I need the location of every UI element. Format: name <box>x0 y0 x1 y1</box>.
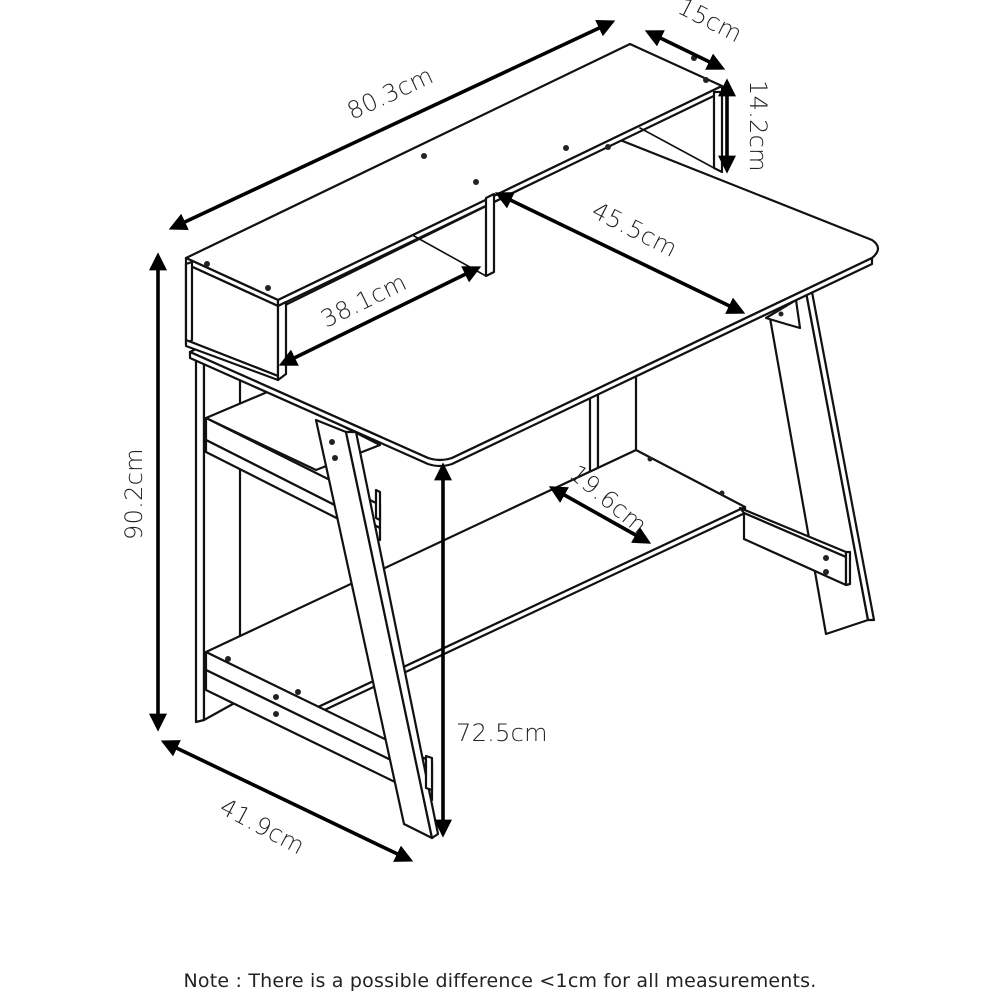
label-desk-height: 72.5cm <box>456 719 548 747</box>
shelf-depth-arrow <box>548 486 652 544</box>
base-depth-arrow <box>160 740 414 862</box>
hutch-depth-arrow <box>644 30 726 70</box>
label-total-width: 80.3cm <box>343 61 438 125</box>
label-hutch-depth: 15cm <box>673 0 747 48</box>
cubby-width-arrow <box>278 266 482 366</box>
desktop-depth-arrow <box>494 192 746 314</box>
label-hutch-height: 14.2cm <box>744 80 772 172</box>
label-total-height: 90.2cm <box>120 448 148 540</box>
front-left-leg <box>314 418 440 840</box>
right-rear-leg <box>768 290 876 636</box>
label-base-depth: 41.9cm <box>215 793 309 861</box>
width-arrow <box>168 19 616 231</box>
right-lower-rail <box>738 506 852 587</box>
measurement-note: Note : There is a possible difference <1… <box>183 970 817 992</box>
